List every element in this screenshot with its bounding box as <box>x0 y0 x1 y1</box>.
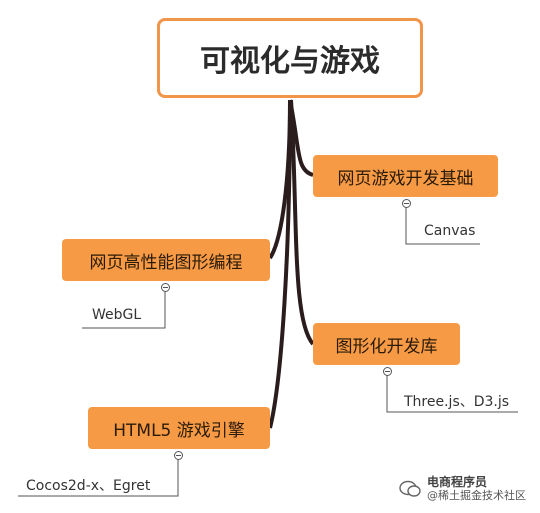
branch-label: 图形化开发库 <box>335 336 438 357</box>
leaf-canvas[interactable]: Canvas <box>424 223 476 239</box>
leaf-cocos-egret[interactable]: Cocos2d-x、Egret <box>26 478 151 494</box>
watermark-title: 电商程序员 <box>427 475 488 489</box>
watermark-subtitle: @稀土掘金技术社区 <box>427 489 526 502</box>
leaf-threejs-d3js[interactable]: Three.js、D3.js <box>404 394 510 410</box>
branch-node-web-game-basics[interactable]: 网页游戏开发基础 <box>313 155 498 197</box>
leaf-webgl[interactable]: WebGL <box>92 307 142 323</box>
collapse-icon[interactable] <box>161 283 170 292</box>
root-node[interactable]: 可视化与游戏 <box>157 18 423 98</box>
wechat-icon <box>399 480 421 497</box>
branch-node-graphics-libs[interactable]: 图形化开发库 <box>313 323 460 365</box>
collapse-icon[interactable] <box>174 451 183 460</box>
branch-label: 网页游戏开发基础 <box>337 168 474 189</box>
branch-node-html5-engine[interactable]: HTML5 游戏引擎 <box>88 407 270 449</box>
branch-label: 网页高性能图形编程 <box>89 252 243 273</box>
collapse-icon[interactable] <box>402 199 411 208</box>
watermark: 电商程序员 @稀土掘金技术社区 <box>399 475 526 503</box>
collapse-icon[interactable] <box>383 367 392 376</box>
root-label: 可视化与游戏 <box>200 44 380 79</box>
branch-label: HTML5 游戏引擎 <box>113 420 245 441</box>
branch-node-web-graphics[interactable]: 网页高性能图形编程 <box>62 239 270 281</box>
